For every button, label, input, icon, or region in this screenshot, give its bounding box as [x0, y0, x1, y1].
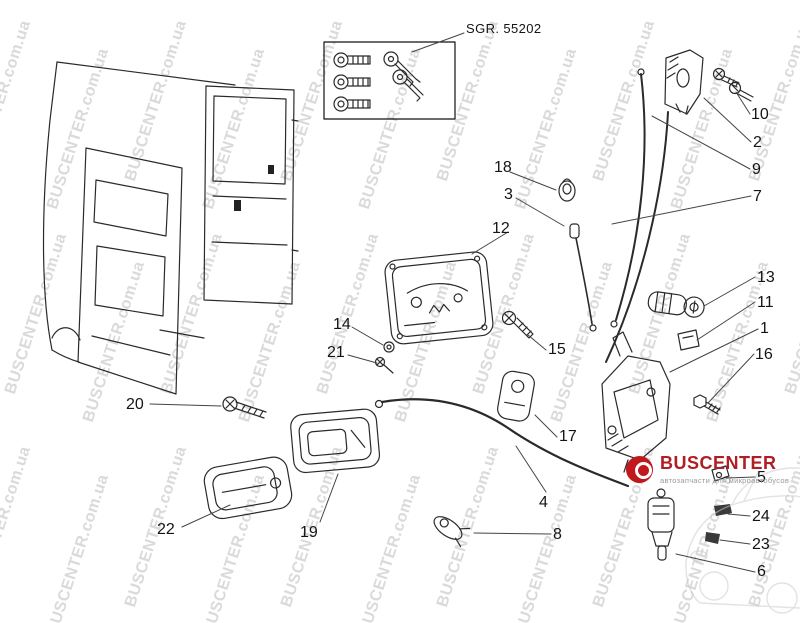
clip-11-drawing	[677, 329, 700, 351]
part-number-1: 1	[760, 320, 769, 337]
outer-handle-22-drawing	[203, 456, 293, 520]
screw-15-drawing	[501, 310, 534, 339]
sgr-label: SGR. 55202	[466, 21, 542, 36]
screw-14-drawing	[383, 341, 395, 353]
part-number-14: 14	[333, 316, 351, 333]
clip-23-drawing	[705, 532, 720, 544]
part-number-4: 4	[539, 494, 548, 511]
keys-drawing	[383, 51, 424, 102]
clip-8-drawing	[433, 516, 471, 548]
part-number-20: 20	[126, 396, 144, 413]
logo-brand-text: BUSCENTER	[660, 453, 777, 473]
part-number-12: 12	[492, 220, 510, 237]
part-number-21: 21	[327, 344, 345, 361]
part-number-10: 10	[751, 106, 769, 123]
clip-5-drawing	[711, 465, 730, 482]
part-number-7: 7	[753, 188, 762, 205]
part-number-19: 19	[300, 524, 318, 541]
part-number-13: 13	[757, 269, 775, 286]
key-kit-box	[323, 41, 456, 120]
leader-lines	[149, 32, 759, 573]
part-number-11: 11	[757, 294, 774, 311]
handle-bezel-19-drawing	[290, 408, 381, 474]
part-number-3: 3	[504, 186, 513, 203]
actuator-6-drawing	[647, 488, 675, 561]
screw-21-drawing	[374, 356, 394, 374]
inner-handle-plate-12-drawing	[384, 251, 494, 345]
grommet-18-drawing	[558, 178, 576, 202]
part-number-22: 22	[157, 521, 175, 538]
lock-rods-drawing	[605, 68, 669, 363]
lock-cylinder-13-drawing	[647, 291, 705, 318]
part-number-17: 17	[559, 428, 577, 445]
lock-assembly-1-drawing	[601, 331, 671, 473]
bracket-17-drawing	[497, 370, 535, 422]
part-number-15: 15	[548, 341, 566, 358]
logo-text-block: BUSCENTER автозапчасти для микроавтобусо…	[660, 453, 789, 485]
clip-rod-3-drawing	[569, 223, 597, 332]
part-number-16: 16	[755, 346, 773, 363]
ghost-car-drawing	[685, 467, 800, 614]
part-number-2: 2	[753, 134, 762, 151]
screw-20-drawing	[222, 396, 267, 419]
lock-cylinders-drawing	[333, 52, 371, 112]
van-drawing	[42, 61, 299, 395]
part-number-6: 6	[757, 563, 766, 580]
buscenter-logo-icon	[626, 455, 653, 483]
part-number-18: 18	[494, 159, 512, 176]
part-number-5: 5	[757, 469, 766, 486]
screws-10-drawing	[712, 67, 754, 102]
part-number-9: 9	[752, 161, 761, 178]
buscenter-logo: BUSCENTER автозапчасти для микроавтобусо…	[626, 453, 789, 485]
logo-tagline-text: автозапчасти для микроавтобусов	[660, 476, 790, 485]
long-rod-4-drawing	[374, 398, 630, 488]
part-number-8: 8	[553, 526, 562, 543]
part-number-24: 24	[752, 508, 770, 525]
hinge-assembly-2-drawing	[664, 49, 704, 115]
logo-icon-ring	[635, 461, 652, 479]
part-number-23: 23	[752, 536, 770, 553]
